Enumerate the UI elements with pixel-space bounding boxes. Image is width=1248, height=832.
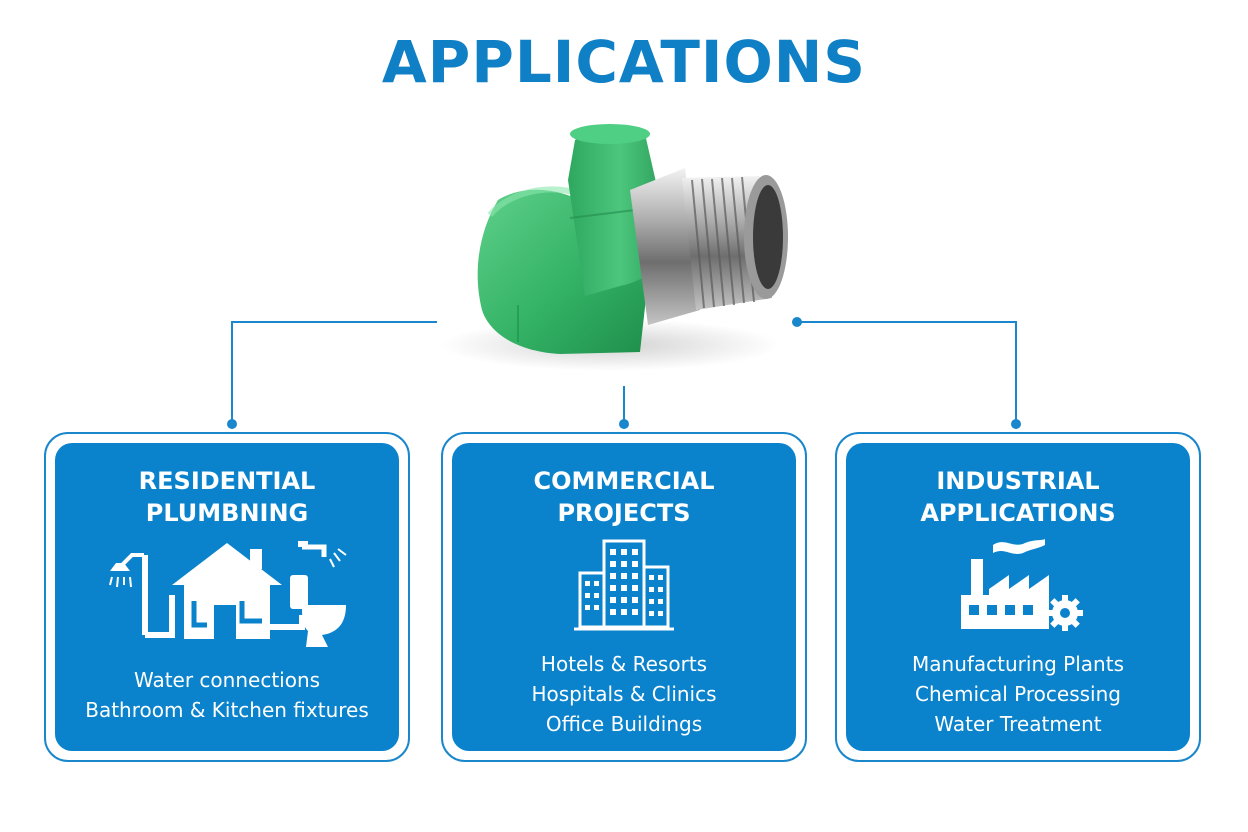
connector-dot-right [1011, 419, 1021, 429]
list-item: Water connections [133, 668, 321, 692]
card-industrial: INDUSTRIAL APPLICATIONS [835, 432, 1201, 762]
list-item: Hotels & Resorts [540, 652, 708, 676]
page-title: APPLICATIONS [381, 28, 867, 96]
card-title: COMMERCIAL PROJECTS [452, 465, 796, 529]
card-items: Hotels & Resorts Hospitals & Clinics Off… [452, 649, 796, 739]
card-residential: RESIDENTIAL PLUMBNING [44, 432, 410, 762]
card-title-line: INDUSTRIAL [936, 467, 1100, 495]
pipe-fitting-image [440, 124, 788, 371]
connector-dot-left [227, 419, 237, 429]
card-title-line: PROJECTS [557, 499, 691, 527]
card-items: Water connections Bathroom & Kitchen fix… [55, 665, 399, 725]
card-title-line: COMMERCIAL [533, 467, 715, 495]
card-industrial-panel: INDUSTRIAL APPLICATIONS [846, 443, 1190, 751]
card-title-line: APPLICATIONS [920, 499, 1116, 527]
card-residential-panel: RESIDENTIAL PLUMBNING [55, 443, 399, 751]
list-item: Office Buildings [545, 712, 703, 736]
card-title-line: RESIDENTIAL [138, 467, 316, 495]
card-title: INDUSTRIAL APPLICATIONS [846, 465, 1190, 529]
list-item: Chemical Processing [915, 682, 1121, 706]
house-plumbing-icon [109, 541, 347, 647]
office-buildings-icon [574, 539, 674, 631]
card-items: Manufacturing Plants Chemical Processing… [846, 649, 1190, 739]
factory-gear-icon [961, 539, 1083, 631]
connector-dot-center [619, 419, 629, 429]
connector-left [231, 321, 437, 424]
list-item: Hospitals & Clinics [531, 682, 717, 706]
list-item: Water Treatment [934, 712, 1102, 736]
card-commercial: COMMERCIAL PROJECTS [441, 432, 807, 762]
connector-right [797, 321, 1017, 424]
card-title-line: PLUMBNING [145, 499, 309, 527]
card-commercial-panel: COMMERCIAL PROJECTS [452, 443, 796, 751]
card-title: RESIDENTIAL PLUMBNING [55, 465, 399, 529]
list-item: Bathroom & Kitchen fixtures [85, 698, 369, 722]
list-item: Manufacturing Plants [912, 652, 1124, 676]
